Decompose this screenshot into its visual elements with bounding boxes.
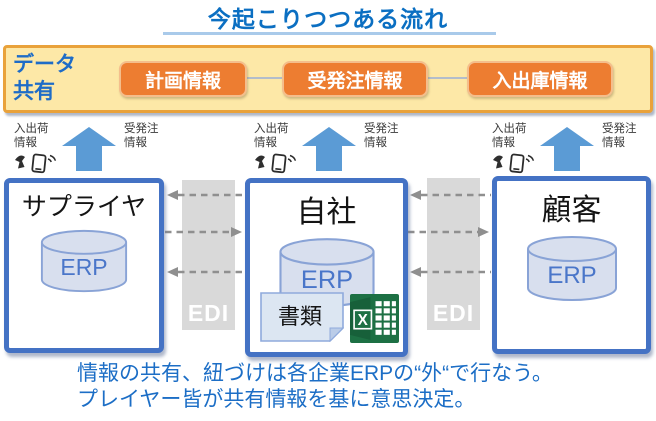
edi-band-left: EDI [182, 180, 235, 330]
edi-dashed-arrows-left [165, 190, 244, 277]
page-title: 今起こりつつある流れ [207, 6, 449, 32]
scanner-phone-icons [255, 153, 297, 174]
tag-inventory-info: 入出庫情報 [467, 61, 613, 97]
document-note-icon: 書類 [260, 292, 344, 342]
title-underline [163, 32, 496, 35]
banner-label: データ 共有 [13, 53, 76, 104]
order-info-label: 受発注 情報 [364, 123, 399, 150]
smartphone-wireless-icon [31, 153, 47, 174]
inbound-info-label: 入出荷 情報 [254, 123, 289, 150]
order-info-label: 受発注 情報 [602, 123, 637, 150]
footer-note: 情報の共有、紐づけは各企業ERPの“外“で行なう。 プレイヤー皆が共有情報を基に… [77, 361, 553, 413]
smartphone-wireless-icon [509, 153, 525, 174]
edi-dashed-arrows-right [408, 190, 491, 277]
tag-plan-info: 計画情報 [119, 61, 247, 97]
footer-line-1: 情報の共有、紐づけは各企業ERPの“外“で行なう。 [77, 362, 553, 385]
erp-label: ERP [300, 266, 352, 294]
company-name: 自社 [296, 196, 357, 229]
handheld-scanner-icon [15, 155, 25, 169]
company-name: 顧客 [541, 194, 602, 227]
order-info-label: 受発注 情報 [124, 123, 159, 150]
scanner-phone-icons [493, 153, 535, 174]
flow-group-customer: 入出荷 情報 受発注 情報 [486, 120, 654, 180]
up-arrow-icon [540, 127, 594, 171]
scanner-phone-icons [15, 153, 57, 174]
company-name: サプライヤ [21, 193, 147, 221]
data-sharing-banner: データ 共有 計画情報 受発注情報 入出庫情報 [3, 45, 653, 113]
capture-icons [252, 151, 300, 180]
excel-letter: X [358, 312, 369, 329]
note-label: 書類 [278, 304, 322, 329]
handheld-scanner-icon [255, 155, 265, 169]
excel-icon: X [350, 294, 399, 343]
flow-group-supplier: 入出荷 情報 受発注 情報 [8, 120, 176, 180]
company-box-customer: 顧客 ERP [492, 176, 651, 354]
up-arrow-icon [62, 127, 116, 171]
erp-database-cylinder: ERP [526, 236, 617, 301]
smartphone-wireless-icon [271, 153, 287, 174]
edi-label: EDI [432, 300, 475, 326]
capture-icons [12, 151, 60, 180]
capture-icons [490, 151, 538, 180]
erp-label: ERP [547, 262, 596, 289]
handheld-scanner-icon [493, 155, 503, 169]
company-box-own: 自社 ERP 書類 [245, 178, 408, 357]
inbound-info-label: 入出荷 情報 [14, 123, 49, 150]
erp-database-cylinder: ERP [40, 229, 128, 293]
flow-group-own: 入出荷 情報 受発注 情報 [248, 120, 416, 180]
tag-order-info: 受発注情報 [282, 61, 428, 97]
edi-band-right: EDI [427, 178, 480, 330]
up-arrow-icon [302, 127, 356, 171]
inbound-info-label: 入出荷 情報 [492, 123, 527, 150]
edi-label: EDI [187, 300, 230, 326]
footer-line-2: プレイヤー皆が共有情報を基に意思決定。 [77, 388, 476, 412]
erp-label: ERP [60, 254, 107, 280]
own-company-extras: 書類 X [250, 290, 403, 352]
company-box-supplier: サプライヤ ERP [4, 178, 164, 353]
